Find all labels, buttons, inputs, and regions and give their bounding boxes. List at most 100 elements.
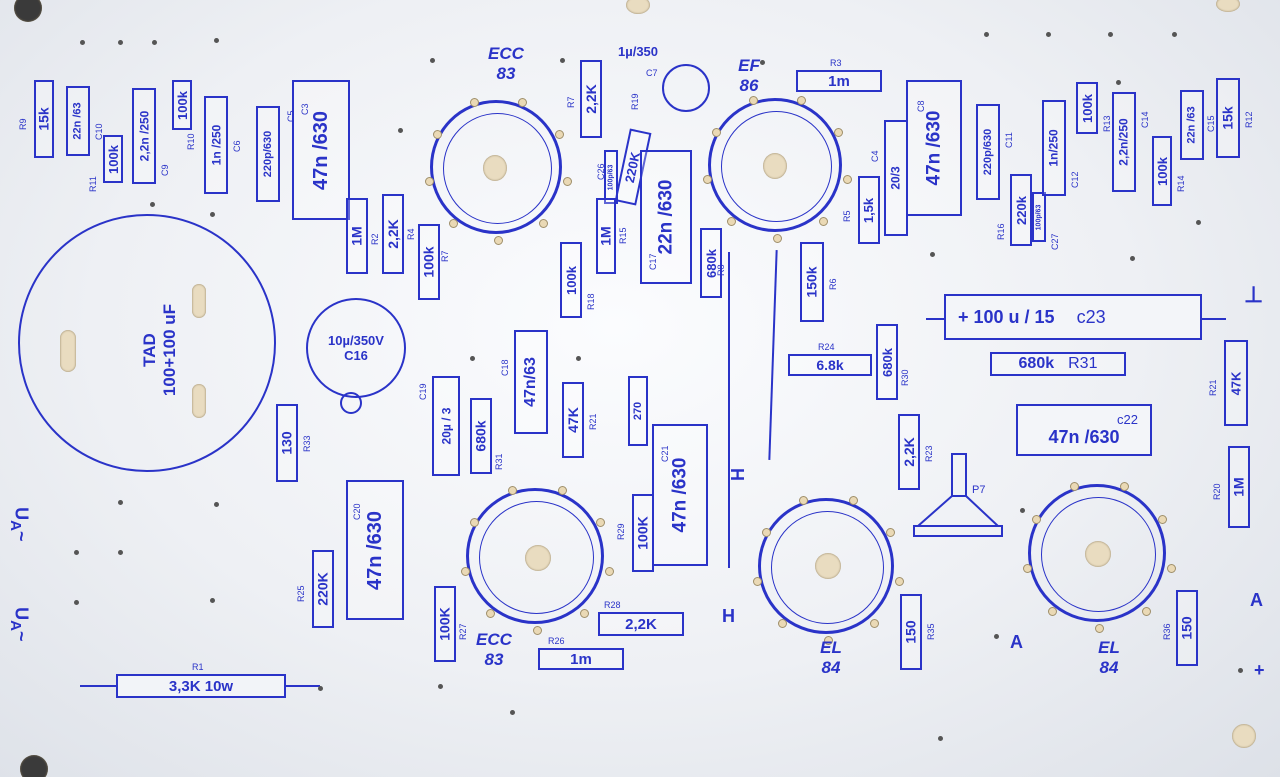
tube-socket-ecc83-bottom xyxy=(461,486,614,635)
ua-tilde: ~ xyxy=(11,530,32,542)
label-c9: C9 xyxy=(160,164,170,176)
tube-pin xyxy=(797,96,807,106)
tube-ef86-label: EF 86 xyxy=(724,56,774,96)
resistor-r1: 3,3K 10w xyxy=(116,674,286,698)
label-p7: P7 xyxy=(972,484,986,496)
capacitor-c10: 22n /63 xyxy=(66,86,90,156)
label-r2: R2 xyxy=(370,233,380,245)
resistor-r29: 100K xyxy=(632,494,654,572)
resistor-r11: 100k xyxy=(103,135,123,183)
resistor-r25: 220K xyxy=(312,550,334,628)
pad xyxy=(118,40,123,45)
resistor-r35: 150 xyxy=(900,594,922,670)
resistor-r7b: 100k xyxy=(418,224,440,300)
resistor-r28: 2,2K xyxy=(598,612,684,636)
resistor-r4: 2,2K xyxy=(382,194,404,274)
tube-socket-ecc83-top xyxy=(425,98,572,245)
label-r3: R3 xyxy=(830,58,842,68)
tube-pin xyxy=(557,486,567,496)
label-r16: R16 xyxy=(996,223,1006,240)
label-c18: C18 xyxy=(500,359,510,376)
c23-ref: c23 xyxy=(1076,306,1106,327)
tube-pin xyxy=(799,496,809,506)
label-c11: C11 xyxy=(1004,132,1014,148)
pad xyxy=(438,684,443,689)
c7-ref: C7 xyxy=(646,68,658,78)
c16-value: 10µ/350V xyxy=(328,333,384,348)
label-c15: C15 xyxy=(1206,115,1216,132)
anode-marker-a-left: A xyxy=(1010,632,1023,652)
anode-marker-a-right: A xyxy=(1250,590,1263,610)
pad xyxy=(150,202,155,207)
resistor-r18: 100k xyxy=(560,242,582,318)
tube-pin xyxy=(538,219,548,229)
pad xyxy=(1172,32,1177,37)
resistor-r9: 15k xyxy=(34,80,54,158)
label-r4: R4 xyxy=(406,228,416,240)
resistor-r20: 47K xyxy=(562,382,584,458)
tube-socket-ef86 xyxy=(703,96,852,243)
tube-pin xyxy=(425,177,435,187)
pad xyxy=(118,550,123,555)
capacitor-c8: 47n /630 xyxy=(906,80,962,216)
tube-pin xyxy=(834,127,844,137)
label-c4: C4 xyxy=(870,150,880,162)
tube-pin xyxy=(777,619,787,629)
resistor-r8: 680k xyxy=(700,228,722,298)
tube-socket-el84-left xyxy=(753,496,904,645)
capacitor-c17: 22n /630 xyxy=(640,150,692,284)
tad-capacitor-outline xyxy=(18,214,276,472)
resistor-r15: 1M xyxy=(596,198,616,274)
resistor-r2: 1M xyxy=(346,198,368,274)
capacitor-c3: 47n /630 xyxy=(292,80,350,220)
mount-hole xyxy=(626,0,650,14)
tube-pin xyxy=(886,528,896,537)
capacitor-c9: 2,2n /250 xyxy=(132,88,156,184)
mount-hole xyxy=(1216,0,1240,12)
tube-pin xyxy=(469,518,479,527)
tube-num: 83 xyxy=(496,64,516,83)
tube-pin xyxy=(1158,514,1168,524)
resistor-r7: 2,2K xyxy=(580,60,602,138)
label-r5: R5 xyxy=(842,210,852,222)
resistor-270: 270 xyxy=(628,376,648,446)
resistor-r21: 130 xyxy=(276,404,298,482)
tube-ecc83-top-label: ECC 83 xyxy=(476,44,536,84)
resistor-r24: 6.8k xyxy=(788,354,872,376)
pad xyxy=(210,598,215,603)
pad xyxy=(1108,32,1113,37)
resistor-r10: 100k xyxy=(172,80,192,130)
label-r23: R31 xyxy=(494,453,504,470)
tube-pin xyxy=(727,217,737,227)
tad-line1: TAD xyxy=(140,333,159,367)
capacitor-c7 xyxy=(662,64,710,112)
pad xyxy=(510,710,515,715)
label-r1: R1 xyxy=(192,662,204,672)
tube-pin xyxy=(842,175,852,185)
tad-slot xyxy=(60,330,76,372)
pad xyxy=(1196,220,1201,225)
tube-pin xyxy=(1166,563,1176,573)
tube-pin xyxy=(596,518,606,527)
pad xyxy=(1046,32,1051,37)
resistor-r30: 680k xyxy=(876,324,898,400)
ground-symbol: ⊥ xyxy=(1244,282,1264,307)
tube-el84-right-label: EL 84 xyxy=(1084,638,1134,678)
pad xyxy=(760,60,765,65)
tube-pin xyxy=(748,96,758,106)
label-r19: R19 xyxy=(630,93,640,110)
ua-u: U xyxy=(11,607,32,621)
label-c19: C19 xyxy=(418,383,428,400)
tube-pin xyxy=(773,234,782,243)
resistor-r26: 1m xyxy=(538,648,624,670)
label-r8: R8 xyxy=(716,264,726,276)
label-r24: R24 xyxy=(818,342,835,352)
capacitor-c16: 10µ/350V C16 xyxy=(306,298,406,398)
r33-value-shown: 680k xyxy=(1018,355,1055,372)
resistor-r33: 130 680k R31 xyxy=(990,352,1126,376)
label-r20: R21 xyxy=(588,413,598,430)
tube-pin xyxy=(703,175,713,185)
resistor-r23: 680k xyxy=(470,398,492,474)
pad xyxy=(398,128,403,133)
label-c21: C21 xyxy=(660,445,670,462)
